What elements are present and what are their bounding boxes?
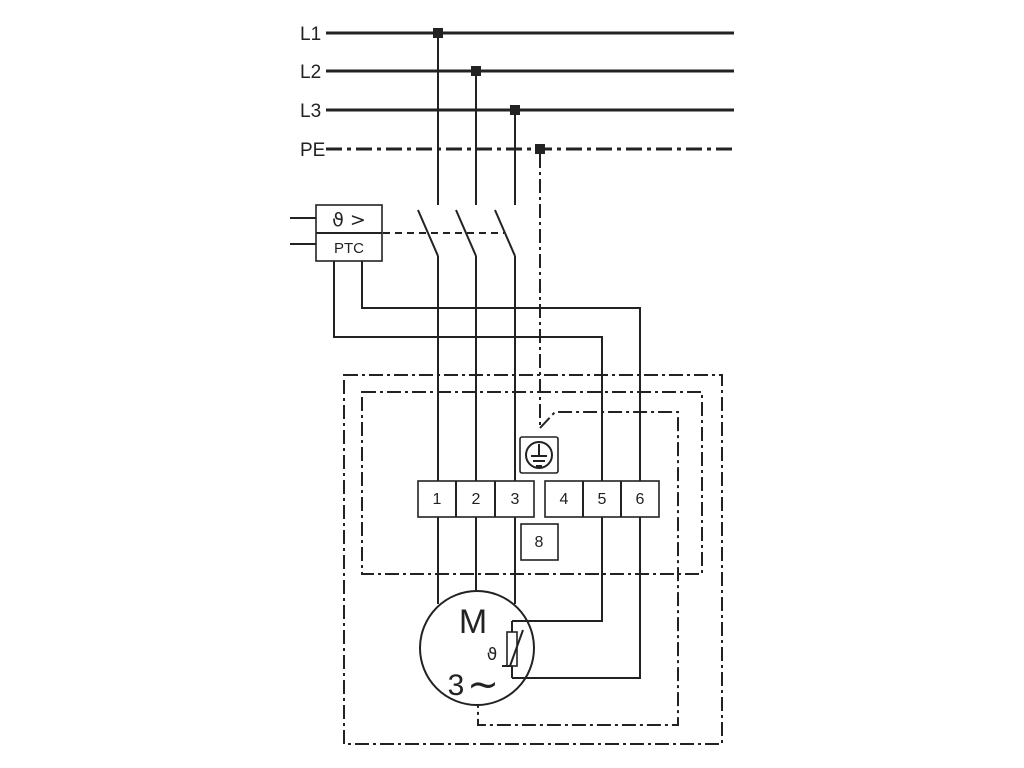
terminal-group-sensor xyxy=(544,480,660,518)
terminal-8-box xyxy=(520,523,559,561)
motor-circle xyxy=(419,590,535,706)
connection-nodes xyxy=(433,28,545,154)
relay-symbol: ϑ > xyxy=(332,209,366,231)
bus-label-l1: L1 xyxy=(300,24,321,45)
outer-enclosure xyxy=(343,374,723,745)
contact-l2 xyxy=(455,209,477,257)
wire-sensor-5 xyxy=(524,517,603,622)
terminal-3-label: 3 xyxy=(511,491,520,508)
terminal-block: 1 2 3 4 5 6 8 xyxy=(417,480,660,561)
contact-l1 xyxy=(417,209,439,257)
motor-letter: M xyxy=(459,603,487,641)
motor-phase-count: 3 xyxy=(448,669,465,702)
motor-theta: ϑ xyxy=(487,645,498,665)
ptc-relay: ϑ > PTC xyxy=(290,204,383,262)
enclosure-outlines xyxy=(343,374,723,745)
bus-label-pe: PE xyxy=(300,140,325,161)
motor-wiring xyxy=(437,517,641,679)
earth-terminal xyxy=(519,436,559,474)
bus-label-l2: L2 xyxy=(300,62,321,83)
terminal-box-enclosure xyxy=(361,391,703,575)
supply-bus: L1 L2 L3 PE xyxy=(300,24,734,161)
phase-wires xyxy=(437,154,541,487)
earth-circle xyxy=(525,441,553,469)
phase-drops xyxy=(437,33,516,205)
terminal-8-label: 8 xyxy=(535,534,544,551)
terminal-6-label: 6 xyxy=(636,491,645,508)
terminal-2-label: 2 xyxy=(472,491,481,508)
motor-ac-symbol: ~ xyxy=(467,662,499,706)
ptc-wire-to-6 xyxy=(361,261,641,487)
contact-l3 xyxy=(494,209,516,257)
terminal-4-label: 4 xyxy=(560,491,569,508)
motor: M ϑ 3 ~ xyxy=(419,590,535,706)
thermistor-slash xyxy=(502,629,524,667)
contactor xyxy=(383,209,516,257)
motor-earth-link xyxy=(477,411,679,726)
bus-label-l3: L3 xyxy=(300,101,321,122)
wire-sensor-6 xyxy=(522,517,641,679)
terminal-5-label: 5 xyxy=(598,491,607,508)
terminal-1-label: 1 xyxy=(433,491,442,508)
node-pe xyxy=(535,144,545,154)
relay-label: PTC xyxy=(334,240,364,257)
